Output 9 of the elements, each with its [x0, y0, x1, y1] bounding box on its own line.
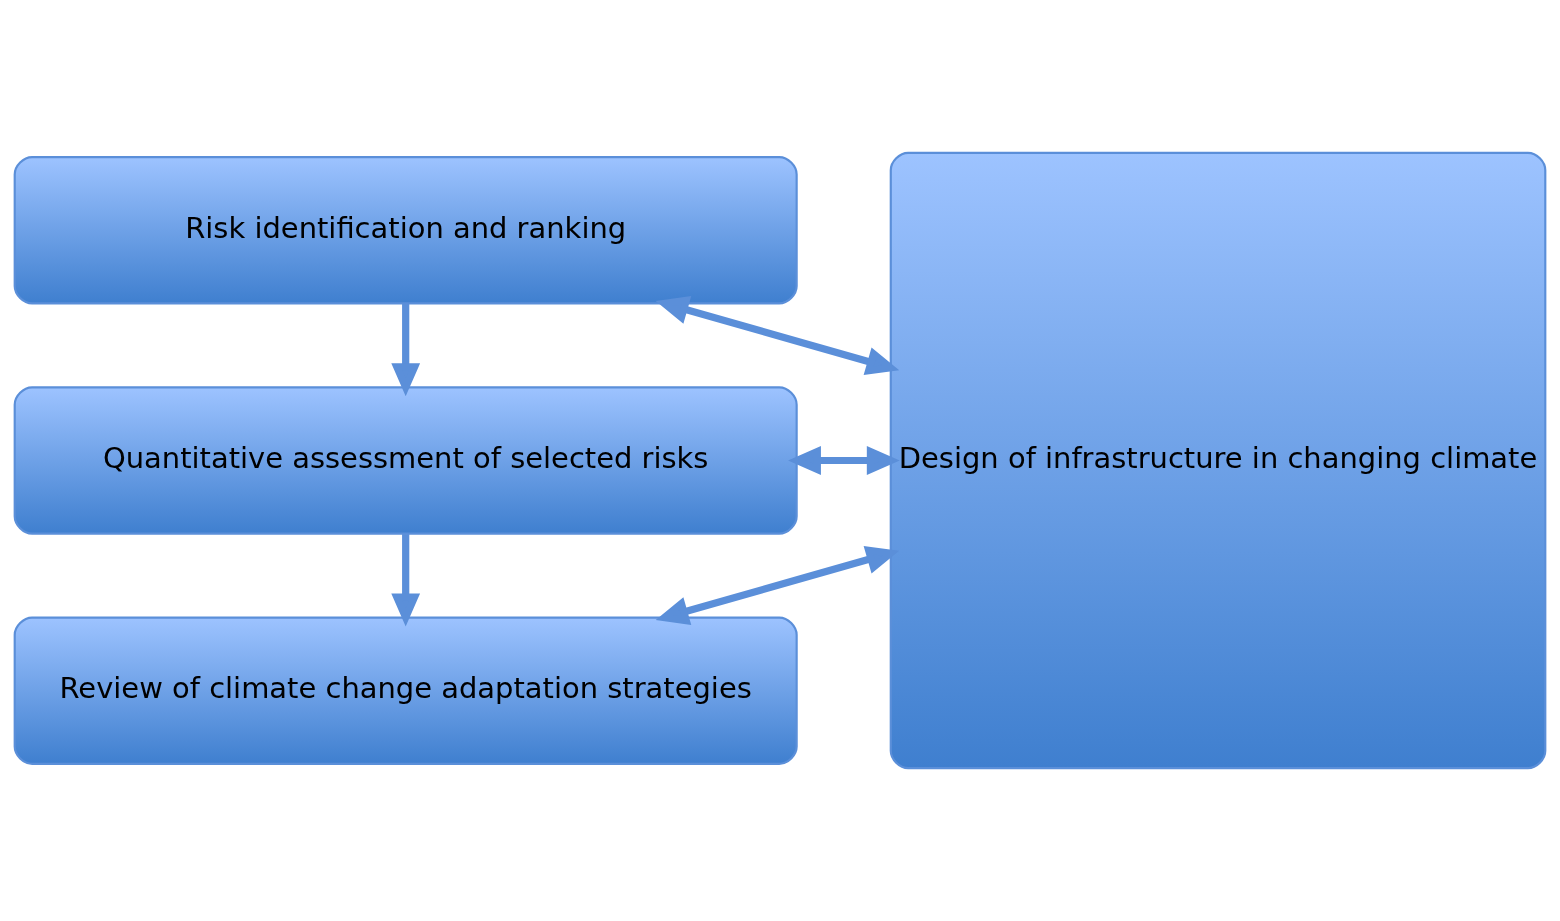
arrow — [391, 534, 421, 627]
node-box: Quantitative assessment of selected risks — [13, 386, 798, 535]
arrow — [788, 446, 900, 475]
node-box: Design of infrastructure in changing climate — [889, 151, 1547, 770]
node-box: Risk identification and ranking — [13, 156, 798, 305]
node-box: Review of climate change adaptation strategies — [13, 616, 798, 765]
arrow — [655, 296, 900, 376]
arrow — [655, 545, 900, 625]
arrow — [391, 303, 421, 397]
